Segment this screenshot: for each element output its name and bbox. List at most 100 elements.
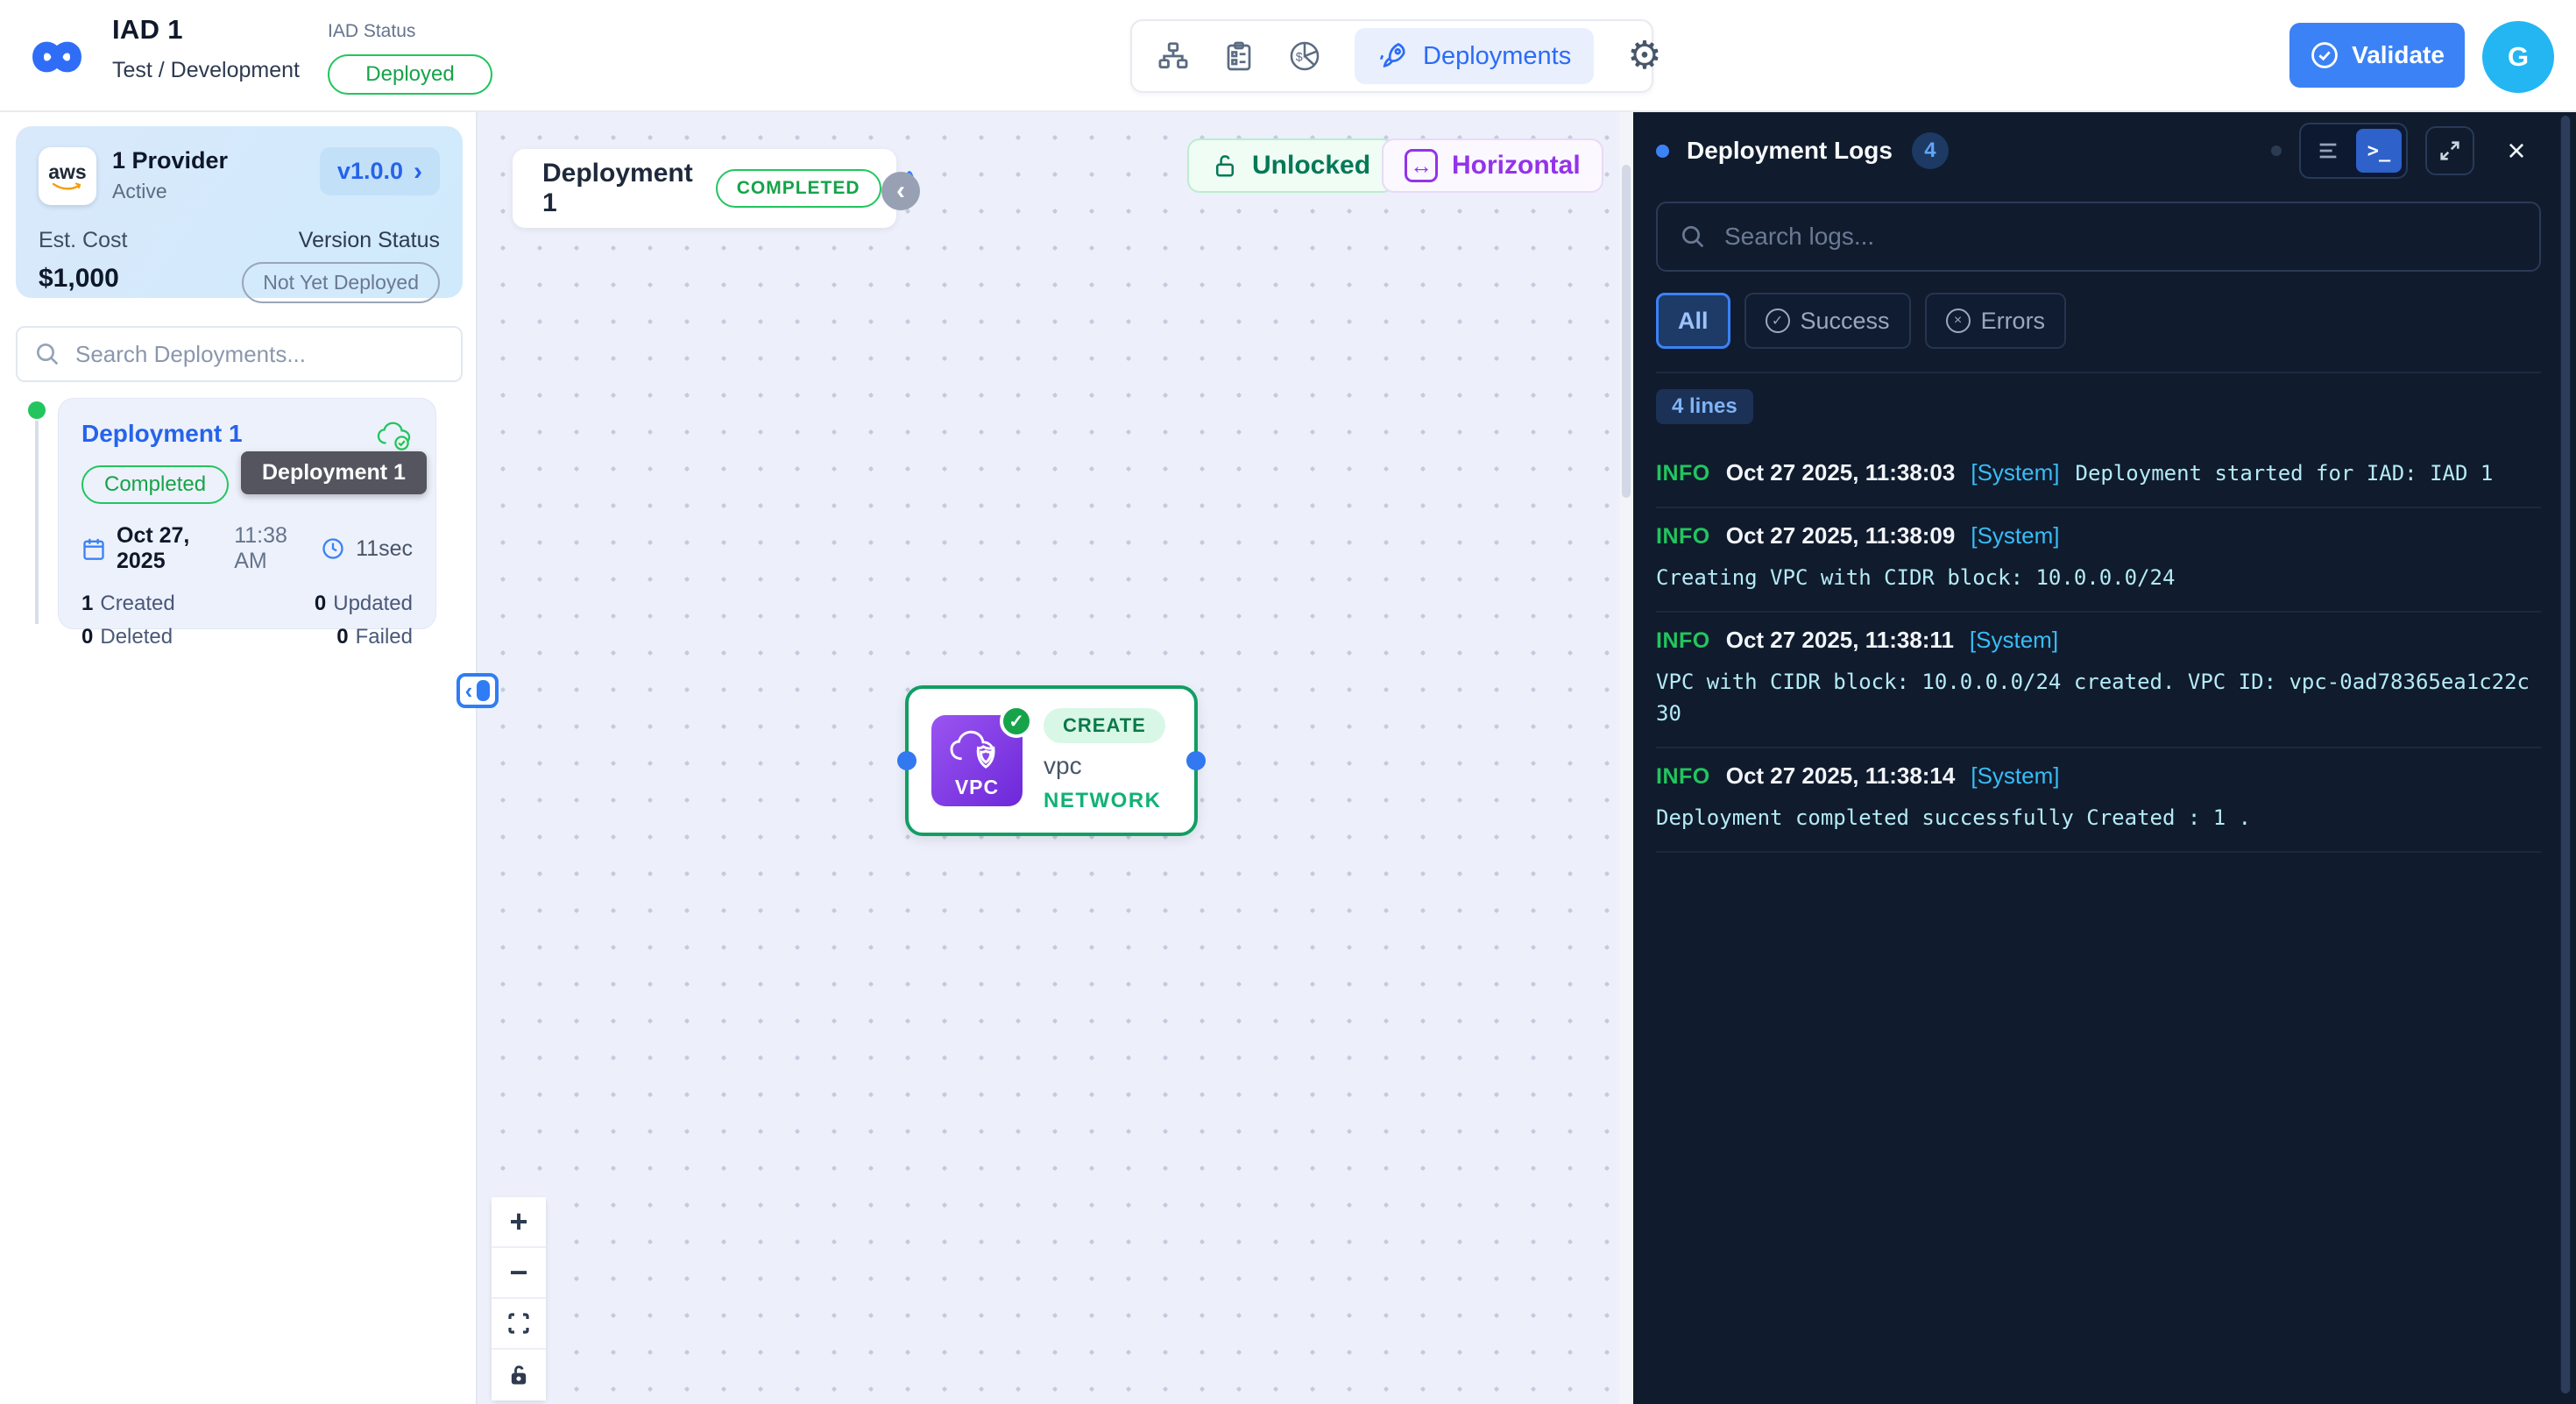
version-status-badge: Not Yet Deployed	[242, 262, 440, 303]
node-action-badge: CREATE	[1044, 708, 1165, 743]
logs-title: Deployment Logs	[1687, 137, 1893, 164]
log-list: INFO Oct 27 2025, 11:38:03 [System] Depl…	[1656, 443, 2541, 853]
drag-dot-icon	[2271, 145, 2282, 156]
status-badge: Deployed	[328, 54, 492, 95]
x-circle-icon: ×	[1945, 308, 1971, 333]
validate-button[interactable]: Validate	[2289, 23, 2465, 88]
log-entry[interactable]: INFO Oct 27 2025, 11:38:11 [System] VPC …	[1656, 613, 2541, 748]
version-status-label: Version Status	[298, 228, 440, 252]
logs-search-input[interactable]	[1724, 223, 2518, 251]
log-timestamp: Oct 27 2025, 11:38:14	[1725, 762, 1956, 789]
log-entry[interactable]: INFO Oct 27 2025, 11:38:09 [System] Crea…	[1656, 508, 2541, 613]
log-level: INFO	[1656, 524, 1710, 549]
timeline-dot	[28, 401, 46, 419]
filter-errors-label: Errors	[1980, 307, 2046, 334]
log-source: [System]	[1971, 762, 2060, 789]
node-handle-right[interactable]	[1186, 751, 1206, 770]
vpc-node[interactable]: VPC ✓ CREATE vpc NETWORK	[897, 685, 1206, 836]
search-icon	[1679, 223, 1707, 251]
clock-icon	[321, 536, 345, 561]
architecture-sitemap-icon[interactable]	[1157, 39, 1190, 74]
orientation-badge[interactable]: ↔ Horizontal	[1382, 138, 1603, 193]
est-cost-label: Est. Cost	[39, 228, 128, 252]
cost-pie-chart-icon[interactable]: $	[1288, 39, 1321, 74]
logs-scrollbar-thumb[interactable]	[2561, 116, 2570, 1393]
log-source: [System]	[1971, 522, 2060, 549]
log-timestamp: Oct 27 2025, 11:38:03	[1725, 459, 1956, 486]
deployment-title-link[interactable]: Deployment 1	[81, 420, 243, 447]
search-input[interactable]	[75, 340, 445, 368]
canvas-header-card: Deployment 1 COMPLETED i	[513, 149, 916, 228]
aws-logo-text: aws	[48, 160, 87, 183]
app-logo-infinity-icon[interactable]	[19, 19, 95, 95]
main-toolbar: $ Deployments ⚙	[1130, 19, 1662, 93]
log-entry[interactable]: INFO Oct 27 2025, 11:38:14 [System] Depl…	[1656, 748, 2541, 853]
deployment-list-item[interactable]: Deployment 1 Completed Deployment 1	[58, 398, 436, 649]
calendar-icon	[81, 536, 106, 561]
log-message: Deployment completed successfully Create…	[1656, 805, 2252, 830]
zoom-in-button[interactable]: +	[492, 1197, 546, 1248]
log-timestamp: Oct 27 2025, 11:38:11	[1725, 627, 1954, 653]
settings-gear-icon[interactable]: ⚙	[1627, 34, 1662, 77]
validate-label: Validate	[2352, 41, 2445, 68]
arrows-leftright-icon: ↔	[1405, 149, 1438, 182]
log-source: [System]	[1971, 459, 2060, 486]
logs-search[interactable]	[1656, 202, 2541, 272]
deployment-date: Oct 27, 2025	[117, 523, 190, 573]
filter-all-button[interactable]: All	[1656, 293, 1730, 349]
deployments-search[interactable]	[16, 326, 463, 382]
avatar[interactable]: G	[2482, 21, 2554, 93]
provider-card[interactable]: aws 1 Provider Active v1.0.0 › Est	[16, 126, 463, 303]
close-panel-button[interactable]: ×	[2507, 132, 2526, 168]
log-source: [System]	[1969, 627, 2059, 653]
zoom-out-button[interactable]: −	[492, 1248, 546, 1299]
log-timestamp: Oct 27 2025, 11:38:09	[1725, 522, 1956, 549]
lock-state-badge[interactable]: Unlocked	[1187, 138, 1396, 193]
iad-status-label: IAD Status	[328, 21, 416, 41]
log-filters: All ✓ Success × Errors	[1656, 293, 2541, 349]
chevron-right-icon: ›	[414, 156, 422, 186]
collapse-header-button[interactable]: ‹	[881, 172, 920, 210]
canvas-scrollbar-thumb[interactable]	[1622, 165, 1631, 498]
lock-toggle-button[interactable]	[492, 1350, 546, 1400]
iad-status-block: IAD Status Deployed	[328, 21, 492, 95]
list-view-button[interactable]	[2305, 129, 2351, 173]
timeline-line	[35, 421, 39, 624]
filter-success-button[interactable]: ✓ Success	[1744, 293, 1911, 349]
tab-deployments[interactable]: Deployments	[1355, 28, 1595, 84]
canvas-scrollbar[interactable]	[1619, 112, 1633, 1404]
tab-deployments-label: Deployments	[1423, 41, 1572, 70]
version-label: v1.0.0	[336, 158, 403, 184]
fit-view-button[interactable]	[492, 1299, 546, 1350]
lock-state-label: Unlocked	[1252, 151, 1371, 180]
check-circle-icon	[2310, 40, 2339, 70]
sidebar-collapse-toggle[interactable]: ‹	[456, 673, 499, 708]
node-handle-left[interactable]	[897, 751, 916, 770]
log-message: Creating VPC with CIDR block: 10.0.0.0/2…	[1656, 565, 2176, 590]
checklist-clipboard-icon[interactable]	[1223, 39, 1255, 74]
flow-canvas[interactable]: Deployment 1 COMPLETED i ‹ Unlocked ↔ Ho…	[456, 112, 1633, 1404]
log-entry[interactable]: INFO Oct 27 2025, 11:38:03 [System] Depl…	[1656, 443, 2541, 508]
aws-smile-arc	[52, 181, 81, 190]
logs-count-badge: 4	[1911, 132, 1949, 169]
orientation-label: Horizontal	[1452, 151, 1581, 180]
node-category: NETWORK	[1044, 789, 1162, 812]
version-chip[interactable]: v1.0.0 ›	[319, 147, 440, 195]
node-success-check-icon: ✓	[1000, 705, 1033, 738]
logs-scrollbar[interactable]	[2560, 116, 2571, 1393]
terminal-view-button[interactable]: >_	[2356, 129, 2402, 173]
expand-panel-button[interactable]	[2425, 126, 2474, 175]
check-circle-icon: ✓	[1765, 308, 1790, 333]
top-header: IAD 1 Test / Development IAD Status Depl…	[0, 0, 2576, 112]
search-icon	[33, 340, 61, 368]
vpc-icon-label: VPC	[954, 776, 1000, 798]
deployment-time: 11:38 AM	[234, 523, 287, 573]
left-sidebar: aws 1 Provider Active v1.0.0 › Est	[0, 112, 478, 1404]
logs-view-toggle: >_	[2299, 123, 2408, 179]
filter-errors-button[interactable]: × Errors	[1924, 293, 2067, 349]
cloud-check-icon	[376, 420, 413, 451]
